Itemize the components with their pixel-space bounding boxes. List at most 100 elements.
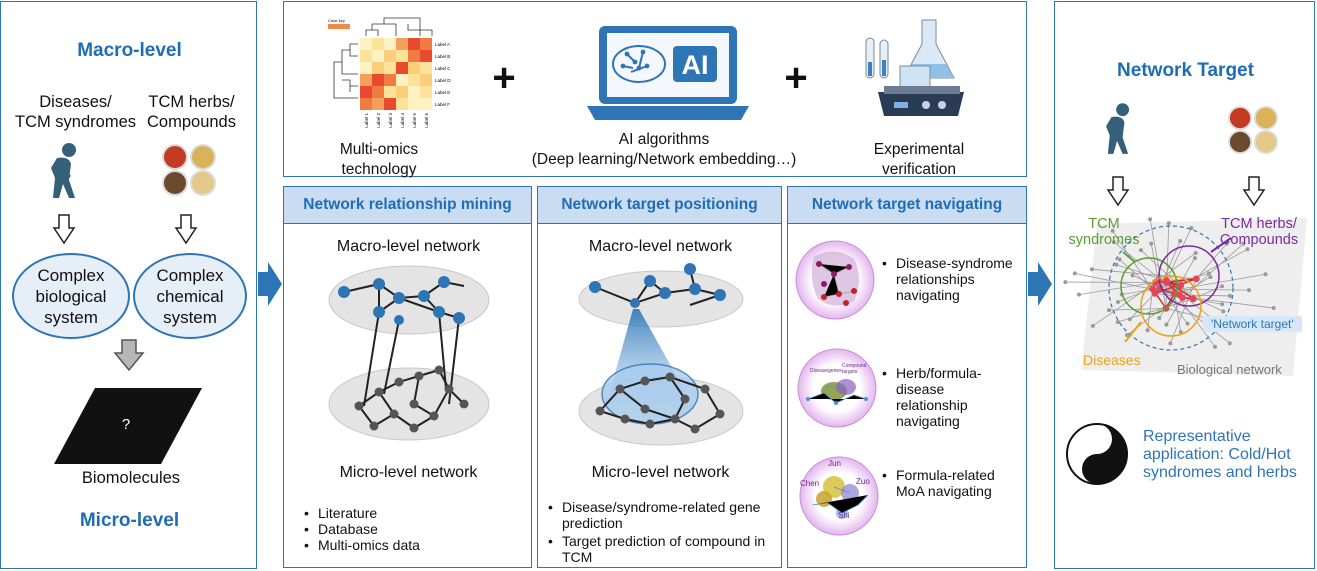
right-arrow-icon — [1028, 262, 1052, 306]
target-node — [1189, 295, 1197, 303]
network-node — [1245, 247, 1250, 252]
network-node — [1115, 299, 1120, 304]
network-edge — [1108, 307, 1167, 311]
network-node — [1077, 292, 1082, 297]
network-node — [1089, 267, 1094, 272]
network-node — [1178, 238, 1183, 243]
network-node — [1130, 273, 1135, 278]
network-node — [1164, 322, 1169, 327]
heatmap-cell — [396, 74, 408, 86]
heatmap-column-label: Label 5 — [412, 113, 417, 128]
chen-label: Chen — [800, 479, 820, 488]
mining-bullets: Literature Database Multi-omics data — [302, 505, 522, 553]
network-edge — [1193, 285, 1223, 300]
mining-bullet: Database — [302, 521, 522, 537]
navigating-item-text: Formula-related MoA navigating — [880, 467, 1020, 499]
jun-label: Jun — [828, 459, 841, 468]
network-node — [1145, 328, 1150, 333]
right-arrow-icon — [258, 262, 282, 306]
heatmap-row-label: Label A — [435, 42, 450, 47]
network-node — [1110, 228, 1115, 233]
network-node — [1221, 309, 1226, 314]
network-node — [1192, 256, 1197, 261]
network-node — [1227, 341, 1232, 346]
formula-moa-network-circle — [799, 456, 879, 536]
herb-disease-network-circle — [797, 348, 877, 428]
target-positioning-network — [578, 263, 744, 446]
network-node — [1090, 323, 1095, 328]
navigating-item-text: Disease-syndrome relationships navigatin… — [880, 255, 1025, 303]
target-node — [1179, 294, 1186, 302]
network-node — [1114, 262, 1119, 267]
heatmap-column-label: Label 3 — [388, 113, 393, 128]
network-target-title: Network Target — [1117, 60, 1254, 81]
left-panel: Macro-level Diseases/ TCM syndromes TCM … — [0, 1, 257, 569]
heatmap-row-label: Label D — [435, 78, 451, 83]
heatmap-cell — [372, 74, 384, 86]
heatmap-cell — [408, 38, 420, 50]
network-node — [1149, 241, 1154, 246]
mining-panel: Network relationship mining Macro-level … — [283, 186, 532, 568]
navigating-header: Network target navigating — [788, 187, 1026, 224]
mining-bullet: Literature — [302, 505, 522, 521]
network-node — [1115, 320, 1120, 325]
down-arrow-icon — [174, 214, 198, 245]
gray-down-arrow-icon — [113, 339, 145, 372]
biomolecules-label: Biomolecules — [81, 469, 181, 487]
micro-level-title: Micro-level — [79, 510, 180, 531]
ai-badge-text: AI — [681, 50, 709, 80]
laptop-ai-icon — [587, 26, 749, 120]
herbs-icon — [162, 144, 216, 196]
target-node — [1163, 277, 1170, 284]
column-dendrogram — [365, 17, 433, 36]
network-target-panel: Network Target TCM syndromes TCM herbs/ … — [1054, 1, 1315, 569]
navigating-item-text: Herb/formula-disease relationship naviga… — [880, 365, 1015, 429]
heatmap-cell — [360, 74, 372, 86]
positioning-panel: Network target positioning Macro-level n… — [537, 186, 782, 568]
heatmap-cell — [408, 86, 420, 98]
lab-equipment-icon — [865, 19, 964, 116]
heatmap-cell — [360, 62, 372, 74]
positioning-header: Network target positioning — [538, 187, 781, 224]
network-edge — [1149, 219, 1167, 309]
mining-micro-label: Micro-level network — [339, 464, 478, 481]
two-layer-network — [328, 265, 490, 441]
heatmap-row-label: Label B — [435, 54, 450, 59]
heatmap-column-label: Label 4 — [400, 113, 405, 128]
target-node — [1177, 282, 1185, 289]
navigating-item: Disease-syndrome relationships navigatin… — [880, 255, 1025, 303]
network-edge — [1154, 273, 1266, 294]
network-node — [1072, 271, 1077, 276]
chemical-system-ellipse: Complex chemical system — [133, 253, 247, 339]
positioning-macro-label: Macro-level network — [588, 238, 733, 255]
network-edge — [1166, 281, 1214, 321]
heatmap-cell — [384, 74, 396, 86]
heatmap-cell — [372, 38, 384, 50]
network-node — [1178, 330, 1183, 335]
black-parallelogram — [54, 388, 202, 464]
navigating-item: Herb/formula-disease relationship naviga… — [880, 365, 1015, 429]
network-node — [1125, 333, 1130, 338]
disease-syndrome-network-circle — [795, 240, 875, 320]
down-arrow-icon — [1106, 176, 1130, 207]
heatmap-row-label: Label E — [435, 90, 450, 95]
network-node — [1220, 284, 1225, 289]
network-node — [1227, 293, 1232, 298]
heatmap-cell — [360, 38, 372, 50]
network-node — [1063, 280, 1068, 285]
network-edge — [1179, 276, 1211, 296]
heatmap-cell — [408, 98, 420, 110]
network-node — [1247, 288, 1252, 293]
down-arrow-icon — [52, 214, 76, 245]
zuo-label: Zuo — [856, 477, 870, 486]
down-arrow-icon — [1242, 176, 1266, 207]
heatmap-cell — [360, 98, 372, 110]
yin-yang-icon — [1066, 423, 1128, 485]
network-node — [1138, 248, 1143, 253]
unknown-mark: ? — [121, 416, 131, 433]
network-node — [1263, 272, 1268, 277]
heatmap-cell — [384, 86, 396, 98]
heatmap-column-label: Label 2 — [376, 113, 381, 128]
network-node — [1111, 240, 1116, 245]
